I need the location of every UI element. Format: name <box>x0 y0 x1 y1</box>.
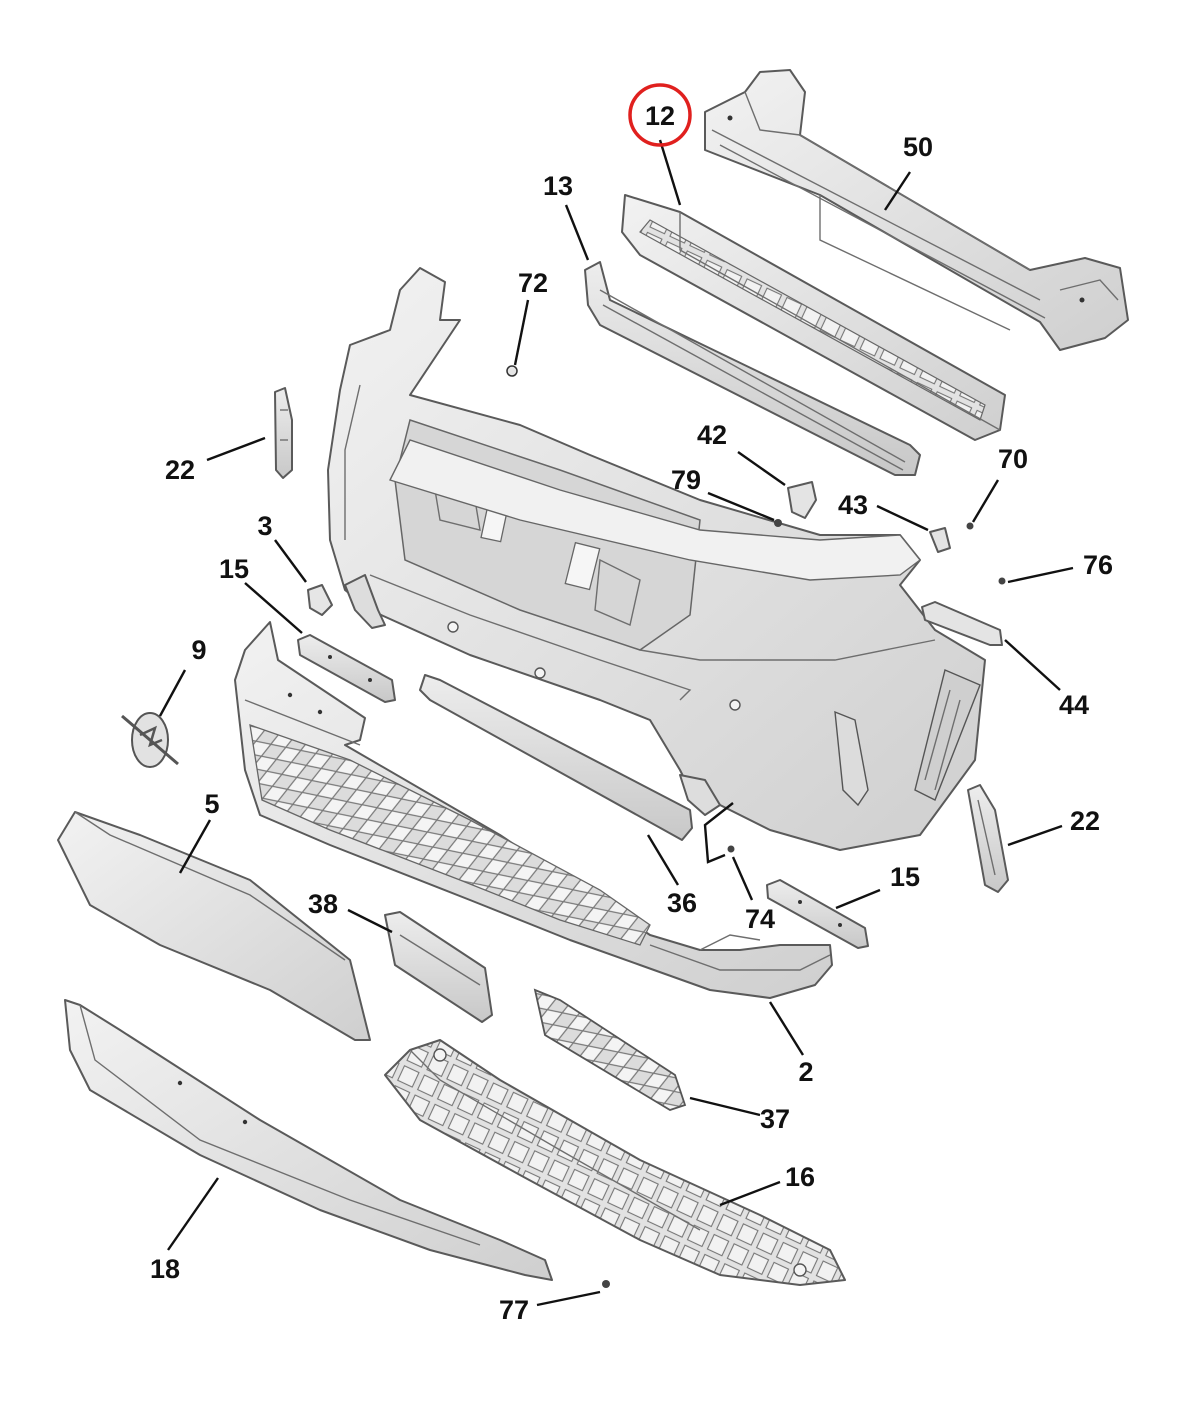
callout-50: 50 <box>903 132 933 162</box>
part-16-undertray <box>384 1039 846 1286</box>
callout-76: 76 <box>1083 550 1113 580</box>
callout-9: 9 <box>191 635 206 665</box>
part-36-trim-strip <box>419 674 693 841</box>
callout-42: 42 <box>697 420 727 450</box>
callout-37: 37 <box>760 1104 790 1134</box>
callout-22-left: 22 <box>165 455 195 485</box>
leader-lines <box>158 139 1074 1307</box>
callout-12: 12 <box>645 101 675 131</box>
callout-2: 2 <box>798 1057 813 1087</box>
part-43-clip <box>929 527 951 553</box>
callout-43: 43 <box>838 490 868 520</box>
part-50-bumper-reinforcement-beam <box>704 69 1129 351</box>
bumper-cover <box>327 267 986 851</box>
callout-labels: 12 50 13 72 42 79 70 43 76 22 3 15 9 44 … <box>150 101 1113 1325</box>
part-9-emblem <box>121 712 179 768</box>
callout-22-right: 22 <box>1070 806 1100 836</box>
part-42-bracket <box>787 481 817 519</box>
callout-15-left: 15 <box>219 554 249 584</box>
part-5-lower-trim-panel <box>57 811 371 1041</box>
part-44-bracket <box>921 601 1003 646</box>
part-2-lower-grille <box>234 621 833 999</box>
callout-16: 16 <box>785 1162 815 1192</box>
callout-18: 18 <box>150 1254 180 1284</box>
part-15-left-bracket <box>297 634 396 703</box>
part-77-screw <box>602 1280 610 1288</box>
callout-3: 3 <box>257 511 272 541</box>
part-22-left-side-bracket <box>274 387 293 479</box>
part-18-lower-spoiler <box>64 999 553 1281</box>
part-3-tow-hook-cover <box>307 584 333 616</box>
callout-72: 72 <box>518 268 548 298</box>
callout-79: 79 <box>671 465 701 495</box>
callout-70: 70 <box>998 444 1028 474</box>
highlight-ring-12 <box>628 83 692 147</box>
callout-77: 77 <box>499 1295 529 1325</box>
callout-74: 74 <box>745 904 775 934</box>
part-37-mesh-insert <box>533 988 687 1111</box>
part-70-screw <box>966 522 974 530</box>
part-38-grille-insert <box>384 911 493 1023</box>
part-79-screw <box>774 519 782 527</box>
part-12-energy-absorber <box>621 194 1006 441</box>
callout-5: 5 <box>204 789 219 819</box>
callout-13: 13 <box>543 171 573 201</box>
part-74-screw <box>727 845 735 853</box>
callout-36: 36 <box>667 888 697 918</box>
part-15-right-bracket <box>766 879 869 949</box>
part-22-right-side-bracket <box>967 784 1009 893</box>
part-76-screw <box>998 577 1006 585</box>
part-13-upper-trim-strip <box>584 261 921 476</box>
callout-44: 44 <box>1059 690 1089 720</box>
callout-38: 38 <box>308 889 338 919</box>
callout-15-right: 15 <box>890 862 920 892</box>
part-72-clip <box>506 365 518 377</box>
